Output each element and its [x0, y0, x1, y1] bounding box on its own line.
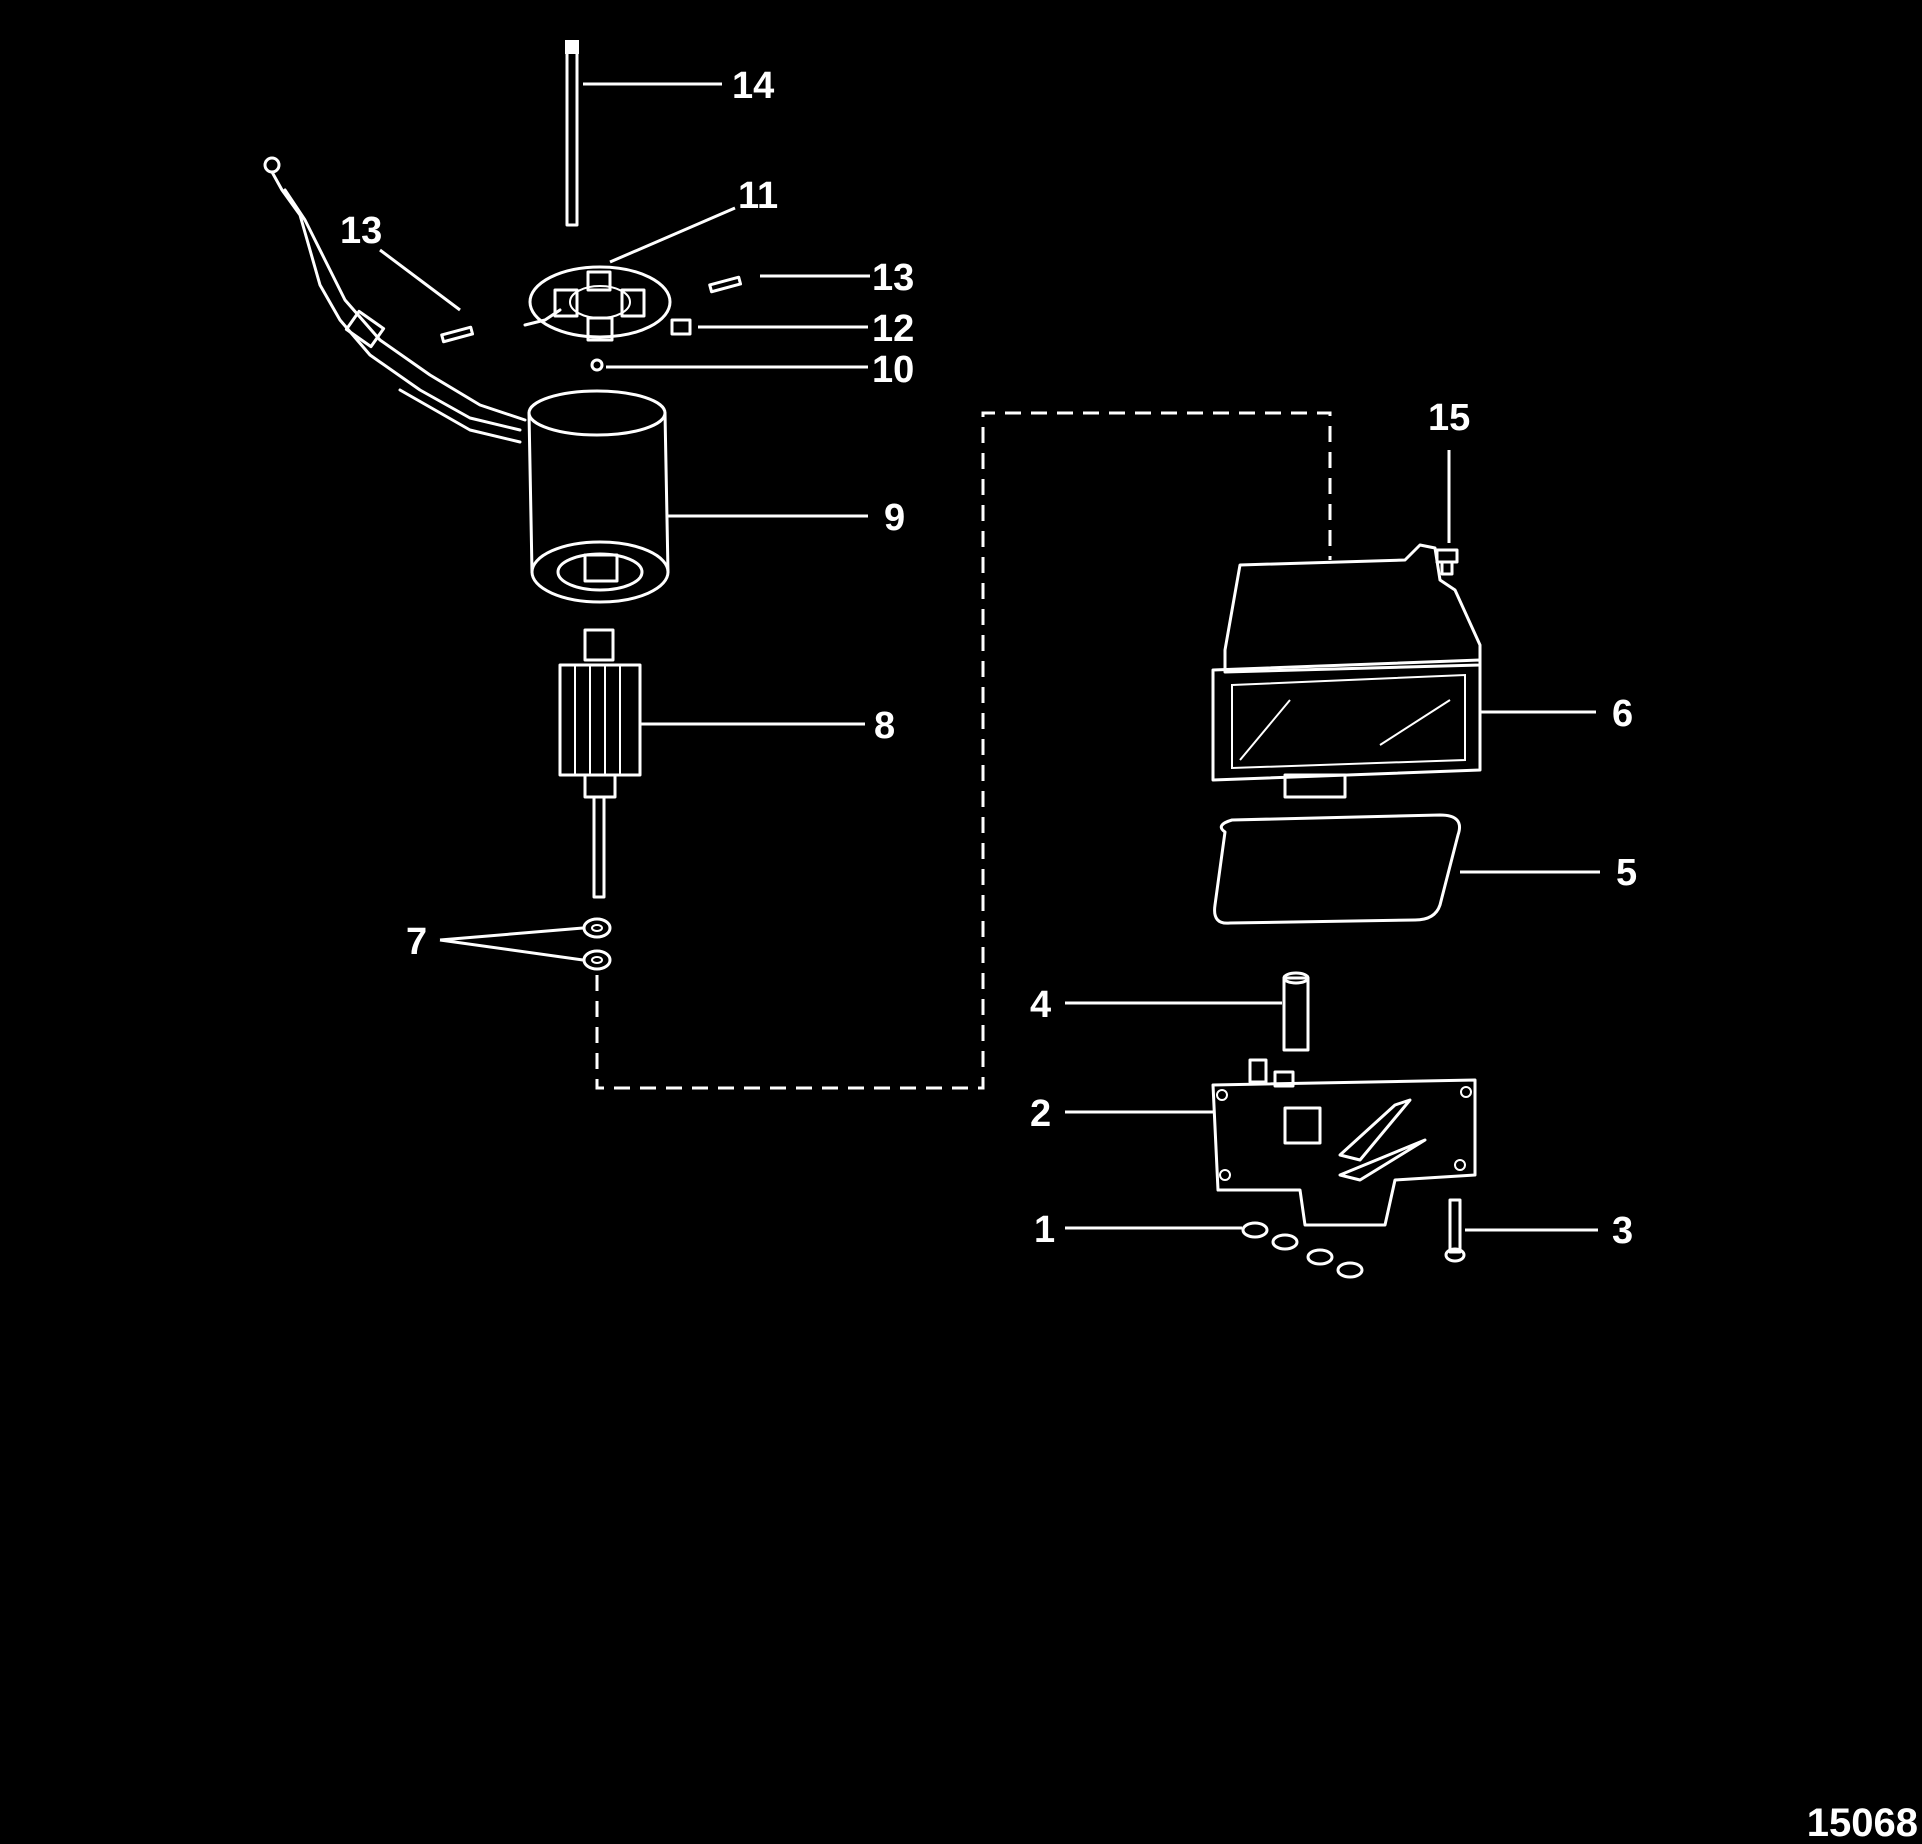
- callout-2: 2: [1030, 1093, 1051, 1135]
- callout-9: 9: [884, 497, 905, 539]
- assembly-dashed-line: [595, 411, 1332, 1090]
- callout-10: 10: [872, 349, 914, 391]
- callout-12: 12: [872, 308, 914, 350]
- callout-15: 15: [1428, 397, 1470, 439]
- wire-harness: [263, 156, 527, 444]
- part-5-gasket: [1213, 813, 1461, 925]
- part-4-pin: [1282, 971, 1310, 1052]
- callout-6: 6: [1612, 693, 1633, 735]
- part-14-rod: [565, 40, 579, 227]
- part-13-screw-left: [440, 325, 475, 344]
- callout-1: 1: [1034, 1209, 1055, 1251]
- leader-lines: [379, 82, 1600, 1232]
- callout-8: 8: [874, 705, 895, 747]
- part-12-terminal: [670, 318, 692, 336]
- callout-3: 3: [1612, 1210, 1633, 1252]
- part-7-washers: [582, 917, 612, 971]
- part-6-reservoir: [1211, 543, 1482, 799]
- callout-11: 11: [738, 175, 778, 217]
- callout-13-left: 13: [340, 210, 382, 252]
- part-9-motor-housing: [527, 389, 670, 604]
- callout-7: 7: [406, 921, 427, 963]
- part-13-screw-right: [708, 275, 743, 294]
- callout-4: 4: [1030, 984, 1051, 1026]
- part-2-pump-base: [1211, 1058, 1477, 1227]
- part-3-bolt: [1444, 1198, 1466, 1263]
- part-1-o-rings: [1241, 1221, 1364, 1279]
- callout-14: 14: [732, 65, 774, 107]
- figure-number: 15068: [1807, 1801, 1918, 1844]
- part-8-armature: [558, 628, 642, 899]
- callout-5: 5: [1616, 852, 1637, 894]
- part-10-ball: [590, 358, 604, 372]
- part-11-brush-plate: [523, 265, 672, 342]
- callout-13-right: 13: [872, 257, 914, 299]
